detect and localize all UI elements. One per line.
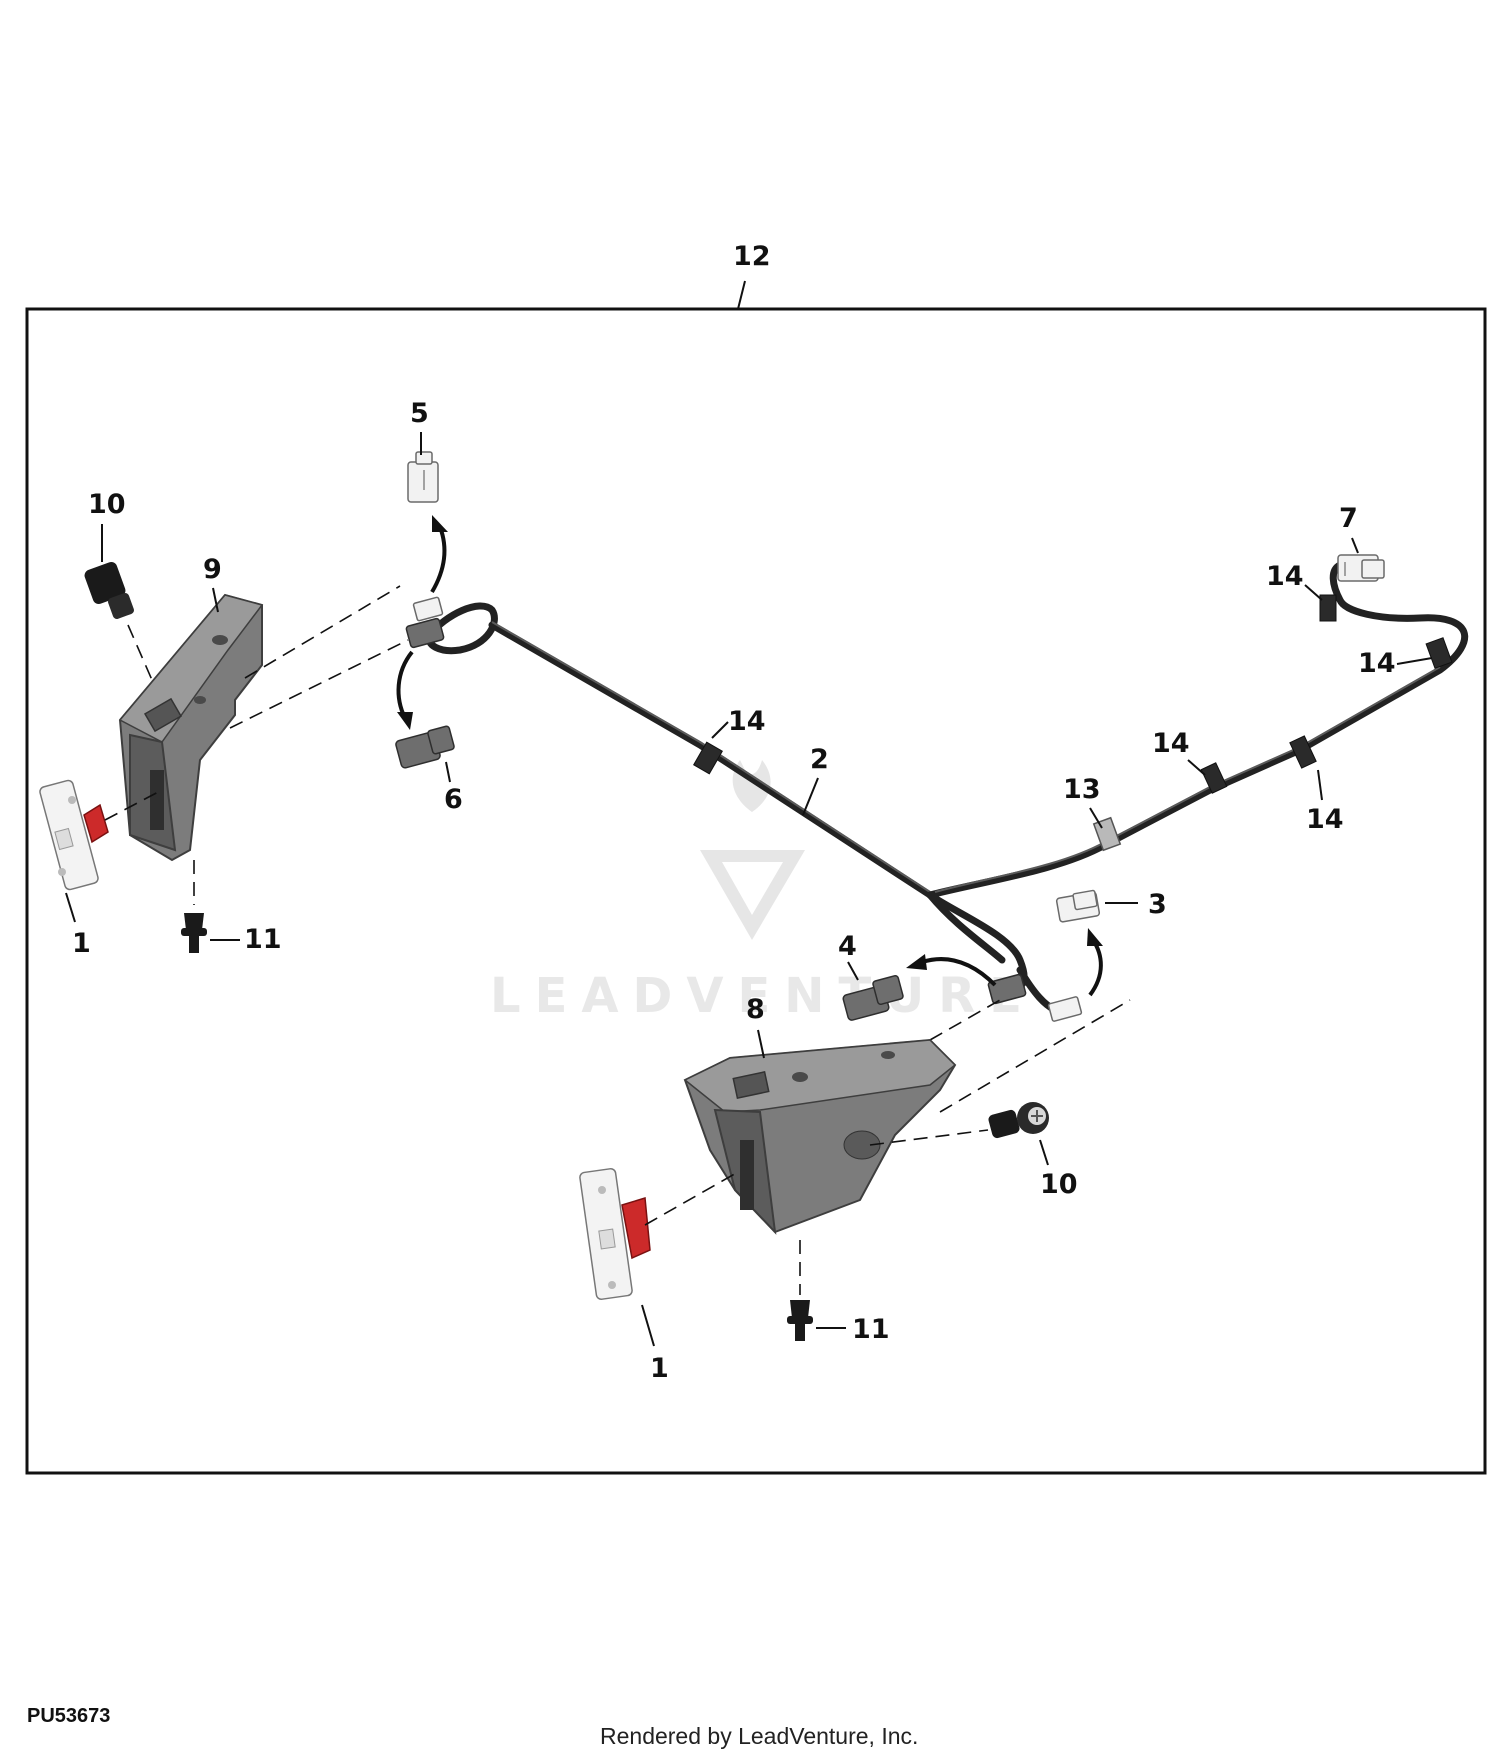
watermark-text: LEADVENTURE: [490, 968, 1036, 1024]
callout-10-left: 10: [88, 489, 126, 520]
callout-10-right: 10: [1040, 1169, 1078, 1200]
callout-11-left: 11: [244, 924, 282, 955]
dash-9-b: [229, 639, 409, 729]
callout-2: 2: [810, 744, 829, 775]
leader-14-a: [711, 721, 729, 739]
dash-1-right: [644, 1171, 739, 1226]
rendered-by-footer: Rendered by LeadVenture, Inc.: [600, 1723, 918, 1749]
arrow-to-6: [396, 650, 414, 719]
leader-14-e: [1317, 769, 1323, 801]
connector-6: [395, 725, 455, 769]
leader-14-b: [1304, 584, 1323, 601]
callout-4: 4: [838, 931, 857, 962]
leader-1-left: [65, 892, 76, 923]
leader-9: [212, 587, 219, 613]
dash-10-left: [127, 624, 153, 681]
switch-1-left: [39, 779, 109, 891]
leader-14-d: [1187, 759, 1206, 776]
callout-14-e: 14: [1306, 804, 1344, 835]
clip-14-e: [1319, 594, 1337, 622]
leadventure-watermark-logo: LEADVENTURE: [490, 760, 1036, 1024]
callout-1-left: 1: [72, 928, 91, 959]
dash-1-left: [104, 789, 163, 821]
callout-8: 8: [746, 994, 765, 1025]
clip-14-c: [1289, 735, 1317, 769]
callout-14-a: 14: [728, 706, 766, 737]
leader-12: [737, 280, 746, 310]
leader-10-right: [1039, 1139, 1049, 1166]
callout-1-right: 1: [650, 1353, 669, 1384]
leader-4: [847, 961, 859, 981]
harness-connector-right: [987, 973, 1083, 1022]
dash-9-a: [244, 585, 401, 679]
screw-11-left: [181, 913, 207, 953]
leader-2: [802, 777, 819, 816]
callout-6: 6: [444, 784, 463, 815]
connector-5: [407, 451, 439, 503]
leader-1-right: [641, 1304, 655, 1347]
clip-14-d: [1425, 637, 1453, 669]
callout-3: 3: [1148, 889, 1167, 920]
callout-11-right: 11: [852, 1314, 890, 1345]
callout-14-b: 14: [1266, 561, 1304, 592]
callout-14-c: 14: [1358, 648, 1396, 679]
connector-4: [842, 974, 904, 1021]
leader-13: [1089, 807, 1103, 829]
leader-7: [1351, 537, 1359, 554]
screw-11-right: [787, 1300, 813, 1341]
rotary-knob-10-left: [84, 561, 134, 619]
leader-6: [445, 761, 451, 783]
bracket-9: [118, 593, 264, 862]
clip-14-a: [693, 741, 723, 775]
clip-14-b: [1200, 762, 1228, 794]
wiring-harness: [425, 561, 1469, 1014]
callout-9: 9: [203, 554, 222, 585]
assembly-frame: [25, 307, 1487, 1475]
callout-13: 13: [1063, 774, 1101, 805]
dash-8-b: [939, 999, 1131, 1113]
dash-8-a: [929, 999, 1001, 1041]
arrow-to-4: [921, 957, 997, 987]
arrow-to-5: [430, 526, 447, 594]
leader-8: [757, 1029, 765, 1059]
arrow-to-3: [1088, 938, 1103, 997]
rotary-knob-10-right: [988, 1102, 1049, 1139]
callout-7: 7: [1339, 503, 1358, 534]
leader-14-c: [1396, 657, 1433, 665]
harness-connector-left: [405, 596, 445, 649]
figure-id: PU53673: [27, 1705, 110, 1727]
connector-3: [1055, 889, 1101, 923]
callout-12: 12: [733, 241, 771, 272]
switch-1-right: [579, 1168, 651, 1300]
callout-5: 5: [410, 398, 429, 429]
bracket-8: [683, 1038, 957, 1235]
callout-14-d: 14: [1152, 728, 1190, 759]
dash-10-right: [869, 1129, 989, 1146]
connector-7: [1337, 554, 1385, 582]
